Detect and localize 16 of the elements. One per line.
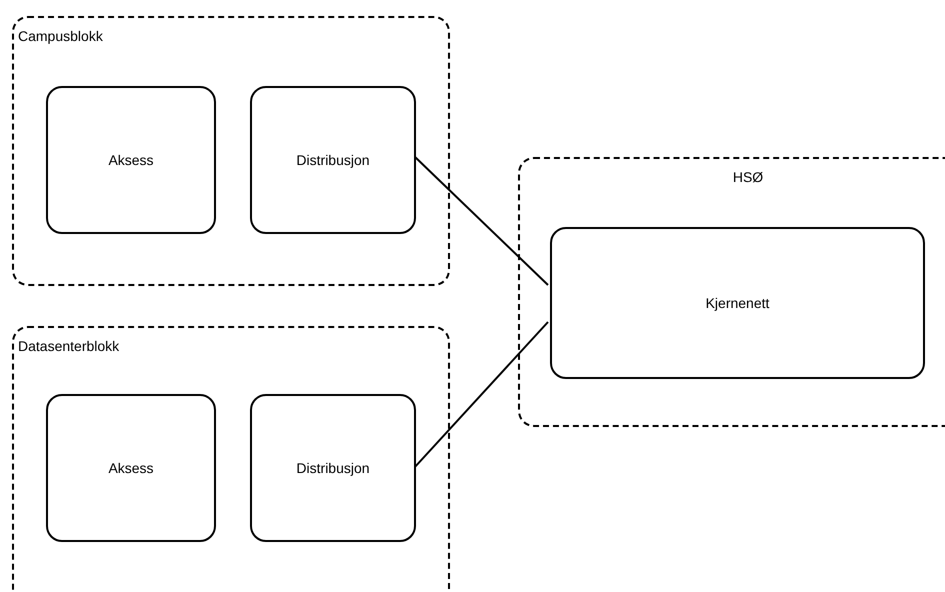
process-box bbox=[250, 394, 416, 542]
group-title: HSØ bbox=[732, 168, 764, 187]
box-label: Distribusjon bbox=[296, 459, 370, 478]
process-box bbox=[46, 86, 216, 234]
box-label: Aksess bbox=[108, 459, 154, 478]
group-title: Campusblokk bbox=[18, 27, 103, 46]
box-label: Aksess bbox=[108, 151, 154, 170]
box-label: Distribusjon bbox=[296, 151, 370, 170]
box-label: Kjernenett bbox=[706, 294, 770, 313]
group-frame bbox=[12, 16, 450, 286]
group-frame bbox=[12, 326, 450, 592]
process-box bbox=[46, 394, 216, 542]
group-title: Datasenterblokk bbox=[18, 337, 120, 356]
group-frame bbox=[518, 157, 945, 427]
process-box bbox=[250, 86, 416, 234]
process-box bbox=[550, 227, 925, 379]
